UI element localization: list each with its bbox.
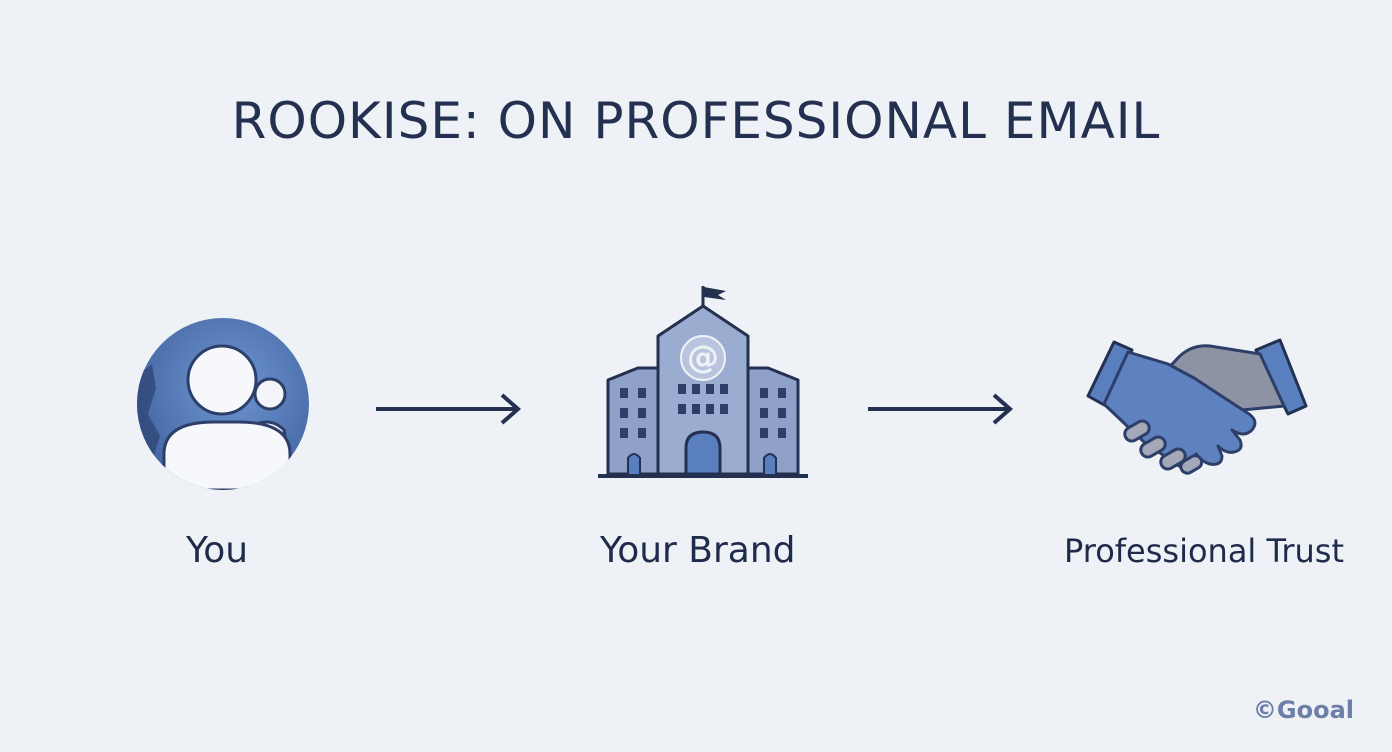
label-professional-trust: Professional Trust bbox=[1064, 532, 1344, 570]
building-at-icon: @ bbox=[598, 286, 808, 478]
diagram-title: ROOKISE: ON PROFESSIONAL EMAIL bbox=[231, 92, 1161, 150]
svg-text:@: @ bbox=[687, 338, 719, 376]
node-your-brand: @ bbox=[596, 282, 810, 482]
node-professional-trust bbox=[1084, 334, 1308, 480]
person-avatar-icon bbox=[137, 318, 309, 490]
arrow-right-icon bbox=[376, 393, 522, 425]
node-you bbox=[134, 318, 312, 490]
arrow-right-icon bbox=[868, 393, 1014, 425]
label-your-brand: Your Brand bbox=[600, 530, 796, 571]
label-you: You bbox=[186, 530, 249, 571]
watermark: ©Gooal bbox=[1252, 696, 1354, 724]
handshake-icon bbox=[1086, 338, 1308, 475]
